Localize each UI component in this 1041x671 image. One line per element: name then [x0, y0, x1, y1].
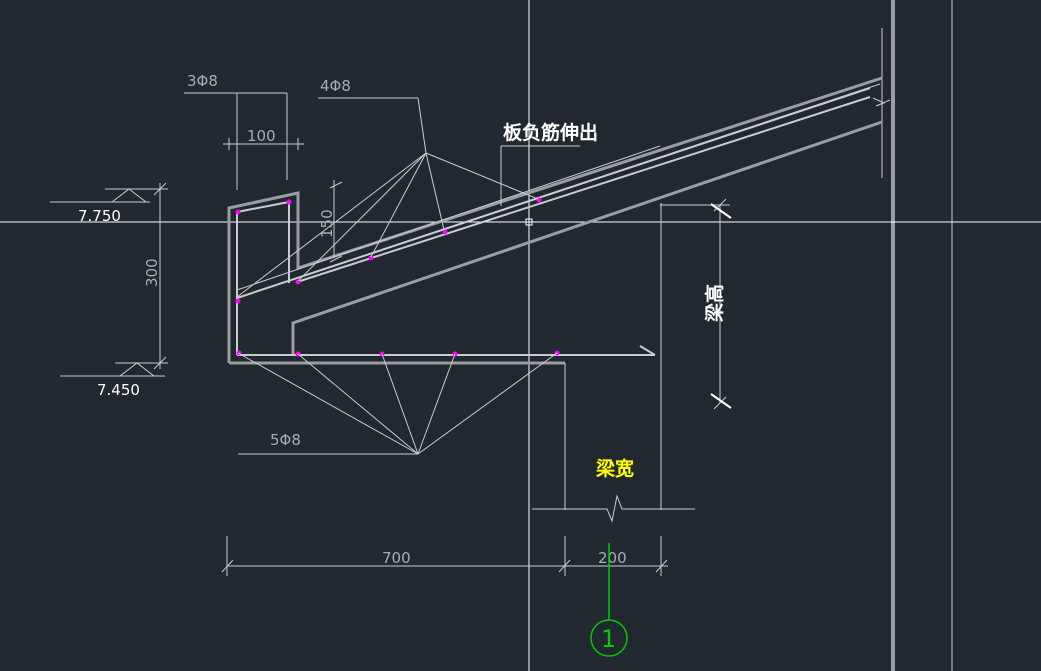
dim-slope-offset [329, 180, 343, 263]
rebar-label-top-middle: 4Φ8 [320, 77, 351, 95]
dim-wall-height-text: 300 [143, 258, 161, 287]
rebar-lines [236, 87, 871, 356]
elevation-lower-mark [60, 362, 168, 377]
dim-beam-height-ticks [710, 203, 732, 409]
dim-top-width [223, 138, 304, 150]
guide-lines [236, 83, 881, 291]
dim-wall-height [153, 182, 167, 370]
axis-bubble [590, 543, 628, 657]
rebar-label-top-left: 3Φ8 [187, 72, 218, 90]
dim-beam-height [660, 198, 730, 510]
slab-outline [227, 76, 883, 365]
dim-beam-width-text: 200 [598, 549, 627, 567]
dim-bottom-length-text: 700 [382, 549, 411, 567]
right-wall [872, 0, 953, 671]
leader-5phi8 [237, 352, 558, 455]
elevation-lower: 7.450 [97, 381, 140, 399]
beam-width-break-line [532, 363, 695, 523]
note-beam-width: 梁宽 [595, 457, 634, 480]
elevation-upper: 7.750 [78, 207, 121, 225]
note-slab-rebar-leader [500, 145, 580, 206]
dim-slope-offset-text: 150 [318, 209, 336, 238]
elevation-upper-mark [50, 188, 168, 203]
leader-4phi8 [236, 97, 539, 298]
note-beam-height: 梁高 [703, 284, 726, 323]
note-slab-negative-rebar: 板负筋伸出 [503, 121, 598, 144]
dim-top-width-text: 100 [247, 127, 276, 145]
rebar-dots [235, 197, 560, 357]
leader-3phi8 [184, 92, 288, 190]
axis-label: 1 [601, 625, 616, 653]
rebar-label-bottom: 5Φ8 [270, 431, 301, 449]
dim-bottom-length [221, 536, 668, 576]
